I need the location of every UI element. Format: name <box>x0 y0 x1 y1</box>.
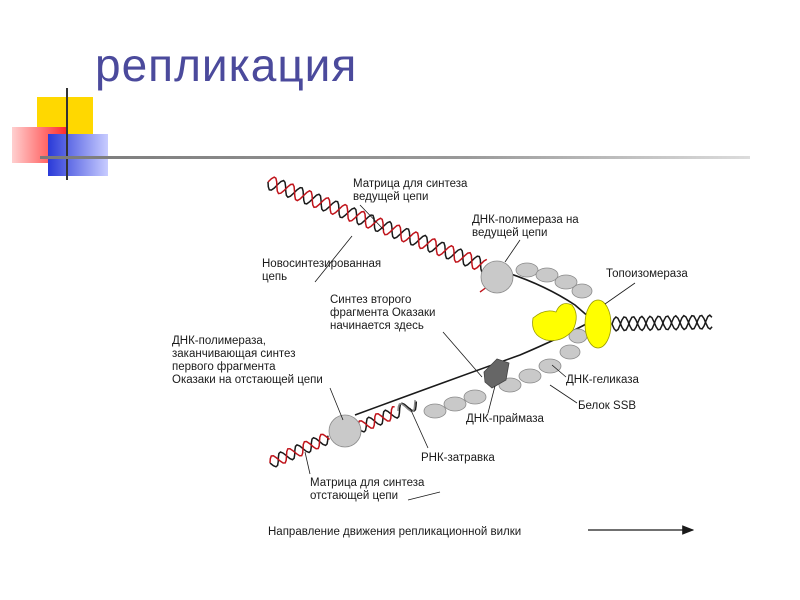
label-topoisomerase: Топоизомераза <box>606 268 688 280</box>
ssb-upper-group <box>515 262 593 299</box>
label-lagging-polymerase-line: заканчивающая синтез <box>172 348 295 360</box>
topoisomerase-shape <box>584 299 612 349</box>
primase-shape <box>483 358 510 389</box>
label-rna-primer-line: РНК-затравка <box>421 452 495 464</box>
ssb-protein <box>498 377 522 393</box>
label-lagging-template-line: отстающей цепи <box>310 490 398 502</box>
label-leading-polymerase-line: ведущей цепи <box>472 227 547 239</box>
okazaki-new-strand <box>357 406 395 429</box>
ssb-protein <box>443 396 467 412</box>
dna-helices <box>267 176 713 468</box>
label-ssb: Белок SSB <box>578 400 636 412</box>
ssb-protein <box>423 403 447 419</box>
label-rna-primer: РНК-затравка <box>421 452 495 464</box>
label-new-strand-line: цепь <box>262 271 287 283</box>
label-lagging-polymerase-line: первого фрагмента <box>172 361 276 373</box>
upper-template-strand <box>267 179 483 273</box>
label-helicase-line: ДНК-геликаза <box>566 374 640 386</box>
helicase-shape <box>532 303 577 341</box>
label-helicase: ДНК-геликаза <box>566 374 640 386</box>
title-divider <box>40 156 750 159</box>
label-direction-line: Направление движения репликационной вилк… <box>268 526 521 538</box>
label-new-strand-line: Новосинтезированная <box>262 258 381 270</box>
ssb-protein <box>554 274 578 290</box>
lagging-polymerase-blob <box>328 414 362 448</box>
upper-new-strand <box>267 176 488 271</box>
ssb-protein <box>571 283 593 299</box>
label-okazaki-start-line: начинается здесь <box>330 320 424 332</box>
label-ssb-line: Белок SSB <box>578 400 636 412</box>
ssb-lower-group <box>423 328 588 419</box>
deco-blue-square <box>48 134 108 176</box>
ssb-protein <box>518 368 542 384</box>
label-okazaki-start-line: фрагмента Оказаки <box>330 307 435 319</box>
okazaki-template-strand <box>357 401 418 433</box>
label-primase: ДНК-праймаза <box>466 413 545 425</box>
lower-new-strand <box>269 433 330 464</box>
parental-strand-b <box>611 314 713 332</box>
rna-primer-strand <box>397 399 416 413</box>
ssb-protein <box>535 267 559 283</box>
label-lagging-polymerase-line: Оказаки на отстающей цепи <box>172 374 323 386</box>
label-lagging-template-line: Матрица для синтеза <box>310 477 425 489</box>
slide-title: репликация <box>95 39 358 91</box>
pointer-lines <box>304 204 636 501</box>
ssb-protein <box>515 262 539 278</box>
label-primase-line: ДНК-праймаза <box>466 413 545 425</box>
label-leading-template-line: Матрица для синтеза <box>353 178 468 190</box>
ssb-protein <box>463 389 487 405</box>
label-topoisomerase-line: Топоизомераза <box>606 268 688 280</box>
ssb-protein <box>538 358 562 374</box>
deco-vertical-line <box>66 88 68 180</box>
label-lagging-polymerase-line: ДНК-полимераза, <box>172 335 266 347</box>
ssb-protein <box>559 344 581 360</box>
label-leading-polymerase-line: ДНК-полимераза на <box>472 214 579 226</box>
label-okazaki-start-line: Синтез второго <box>330 294 411 306</box>
label-leading-template-line: ведущей цепи <box>353 191 428 203</box>
lower-template-strand <box>269 435 329 468</box>
leading-polymerase-blob <box>480 260 514 294</box>
leading-strand-upper <box>504 271 591 319</box>
label-direction: Направление движения репликационной вилк… <box>268 526 521 538</box>
